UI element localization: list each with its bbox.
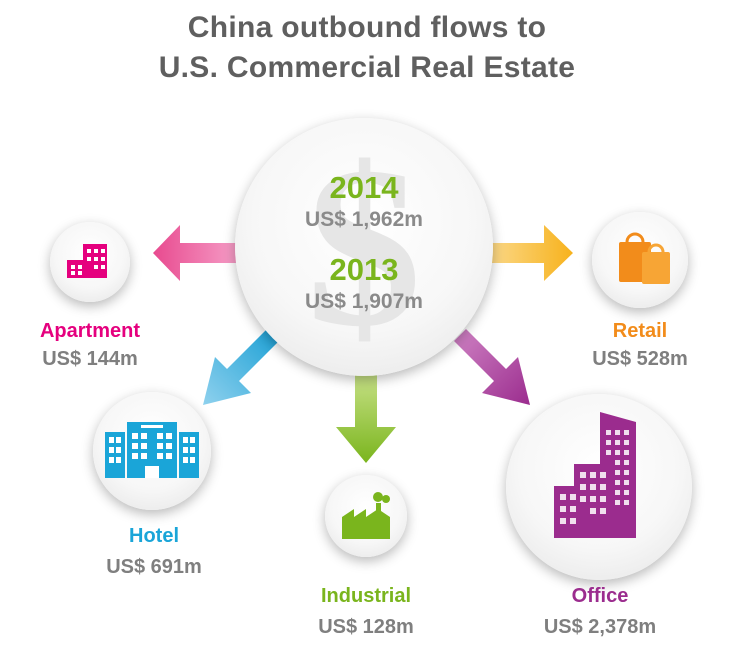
office-value: US$ 2,378m <box>543 616 657 638</box>
arrow-to-office <box>454 329 530 405</box>
industrial-label: Industrial <box>320 585 411 607</box>
retail-value: US$ 528m <box>592 348 688 370</box>
office-towers-icon <box>554 412 636 538</box>
industrial-circle <box>325 475 407 557</box>
hotel-building-icon <box>105 422 199 478</box>
hotel-value: US$ 691m <box>106 556 202 578</box>
factory-icon <box>342 492 390 539</box>
hotel-label: Hotel <box>129 525 179 547</box>
apartment-circle <box>50 222 130 302</box>
amount-2013: US$ 1,907m <box>305 290 423 313</box>
apartment-building-icon <box>67 244 107 278</box>
retail-circle <box>592 212 688 308</box>
arrow-to-industrial <box>336 375 396 463</box>
center-total-circle: $ 2014 US$ 1,962m 2013 US$ 1,907m <box>235 118 493 376</box>
year-2013: 2013 <box>329 252 399 287</box>
arrow-to-hotel <box>203 329 279 405</box>
industrial-value: US$ 128m <box>318 616 414 638</box>
apartment-label: Apartment <box>39 320 140 342</box>
shopping-bags-icon <box>619 232 670 284</box>
arrow-to-retail <box>488 225 573 281</box>
title-line-1: China outbound flows to <box>187 11 547 44</box>
hotel-circle <box>93 392 211 510</box>
apartment-value: US$ 144m <box>42 348 138 370</box>
retail-label: Retail <box>612 320 668 342</box>
arrow-to-apartment <box>153 225 242 281</box>
office-label: Office <box>571 585 629 607</box>
title-line-2: U.S. Commercial Real Estate <box>158 51 576 84</box>
dollar-watermark-icon: $ <box>306 119 422 374</box>
year-2014: 2014 <box>329 170 399 205</box>
amount-2014: US$ 1,962m <box>305 208 423 231</box>
office-circle <box>506 394 692 580</box>
chart-title: China outbound flows to U.S. Commercial … <box>0 8 734 88</box>
